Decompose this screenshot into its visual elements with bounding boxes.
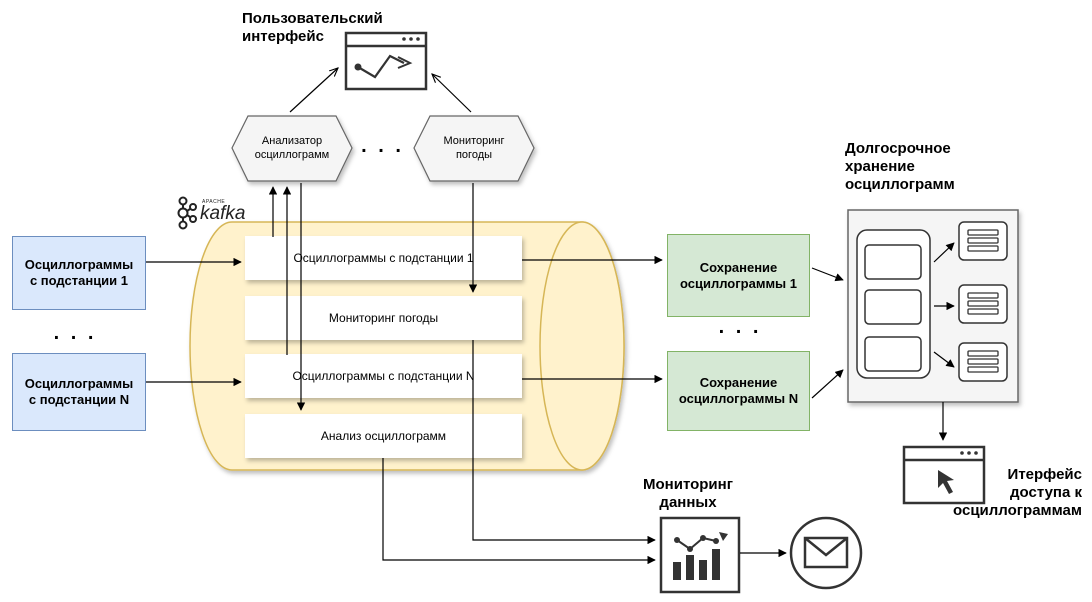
topic-substation-n-label: Осциллограммы с подстанции N: [292, 368, 475, 383]
source-n-line-2: с подстанции N: [28, 392, 130, 407]
analyzer-label-line-1: Анализатор: [261, 135, 323, 148]
kafka-apache-label: APACHE: [202, 199, 226, 205]
server-icon: [958, 342, 1008, 382]
kafka-logo-text: APACHE kafka: [200, 199, 260, 225]
storage-title: Долгосрочное хранение осциллограмм: [845, 140, 1015, 194]
saver-1-line-2: осциллограммы 1: [679, 275, 798, 291]
savers-ellipsis: . . .: [718, 316, 762, 338]
access-title-line-1: Итерфейс: [1007, 466, 1082, 483]
monitoring-title: Мониторинг данных: [628, 476, 748, 512]
analyzer-label: Анализатор осциллограмм: [236, 118, 348, 179]
sources-ellipsis: . . .: [53, 322, 97, 344]
envelope-icon: [789, 516, 863, 590]
saver-n-line-2: осциллограммы N: [678, 391, 799, 406]
topic-box-substation-1: [245, 236, 522, 280]
saver-n: Сохранение осциллограммы N: [667, 351, 810, 431]
ui-title-line-1: Пользовательский: [242, 10, 383, 27]
connectors: [146, 68, 955, 565]
chart-window-icon: [344, 31, 428, 91]
access-title-line-3: осциллограммам: [953, 502, 1082, 519]
topic-weather-label: Мониторинг погоды: [328, 310, 439, 325]
server-icon: [958, 284, 1008, 324]
weather-label-line-1: Мониторинг: [443, 135, 505, 148]
storage-title-line-3: осциллограмм: [845, 176, 955, 193]
source-n-line-1: Осциллограммы: [24, 376, 134, 392]
source-substation-n: Осциллограммы с подстанции N: [12, 353, 146, 431]
analyzer-hexagon: [231, 115, 353, 182]
services-ellipsis: . . .: [361, 135, 404, 157]
ui-title-line-2: интерфейс: [242, 28, 324, 45]
monitoring-title-line-1: Мониторинг: [643, 476, 733, 493]
analyzer-label-line-2: осциллограмм: [254, 148, 330, 161]
server-icon: [958, 221, 1008, 261]
source-1-line-1: Осциллограммы: [24, 257, 134, 273]
topic-box-analysis: [245, 414, 522, 458]
storage-title-line-1: Долгосрочное: [845, 140, 951, 157]
cursor-window-icon: [902, 445, 986, 505]
saver-1-line-1: Сохранение: [699, 259, 778, 275]
weather-service-label: Мониторинг погоды: [418, 118, 530, 179]
weather-hexagon: [413, 115, 535, 182]
source-1-line-2: с подстанции 1: [29, 273, 129, 288]
ui-title: Пользовательский интерфейс: [242, 10, 442, 46]
access-title-line-2: доступа к: [1010, 484, 1082, 501]
saver-1: Сохранение осциллограммы 1: [667, 234, 810, 317]
kafka-logo-icon: [177, 196, 197, 230]
monitoring-title-line-2: данных: [659, 494, 717, 511]
storage-title-line-2: хранение: [845, 158, 915, 175]
topic-analysis-label: Анализ осциллограмм: [320, 428, 447, 443]
access-interface-title: Итерфейс доступа к осциллограммам: [926, 466, 1082, 520]
topic-box-weather: [245, 296, 522, 340]
source-substation-1: Осциллограммы с подстанции 1: [12, 236, 146, 310]
saver-n-line-1: Сохранение: [699, 375, 778, 391]
topic-box-substation-n: [245, 354, 522, 398]
topic-substation-1-label: Осциллограммы с подстанции 1: [293, 250, 474, 265]
bar-chart-trend-icon: [659, 516, 741, 594]
weather-label-line-2: погоды: [455, 148, 493, 161]
kafka-name-label: kafka: [200, 203, 246, 224]
